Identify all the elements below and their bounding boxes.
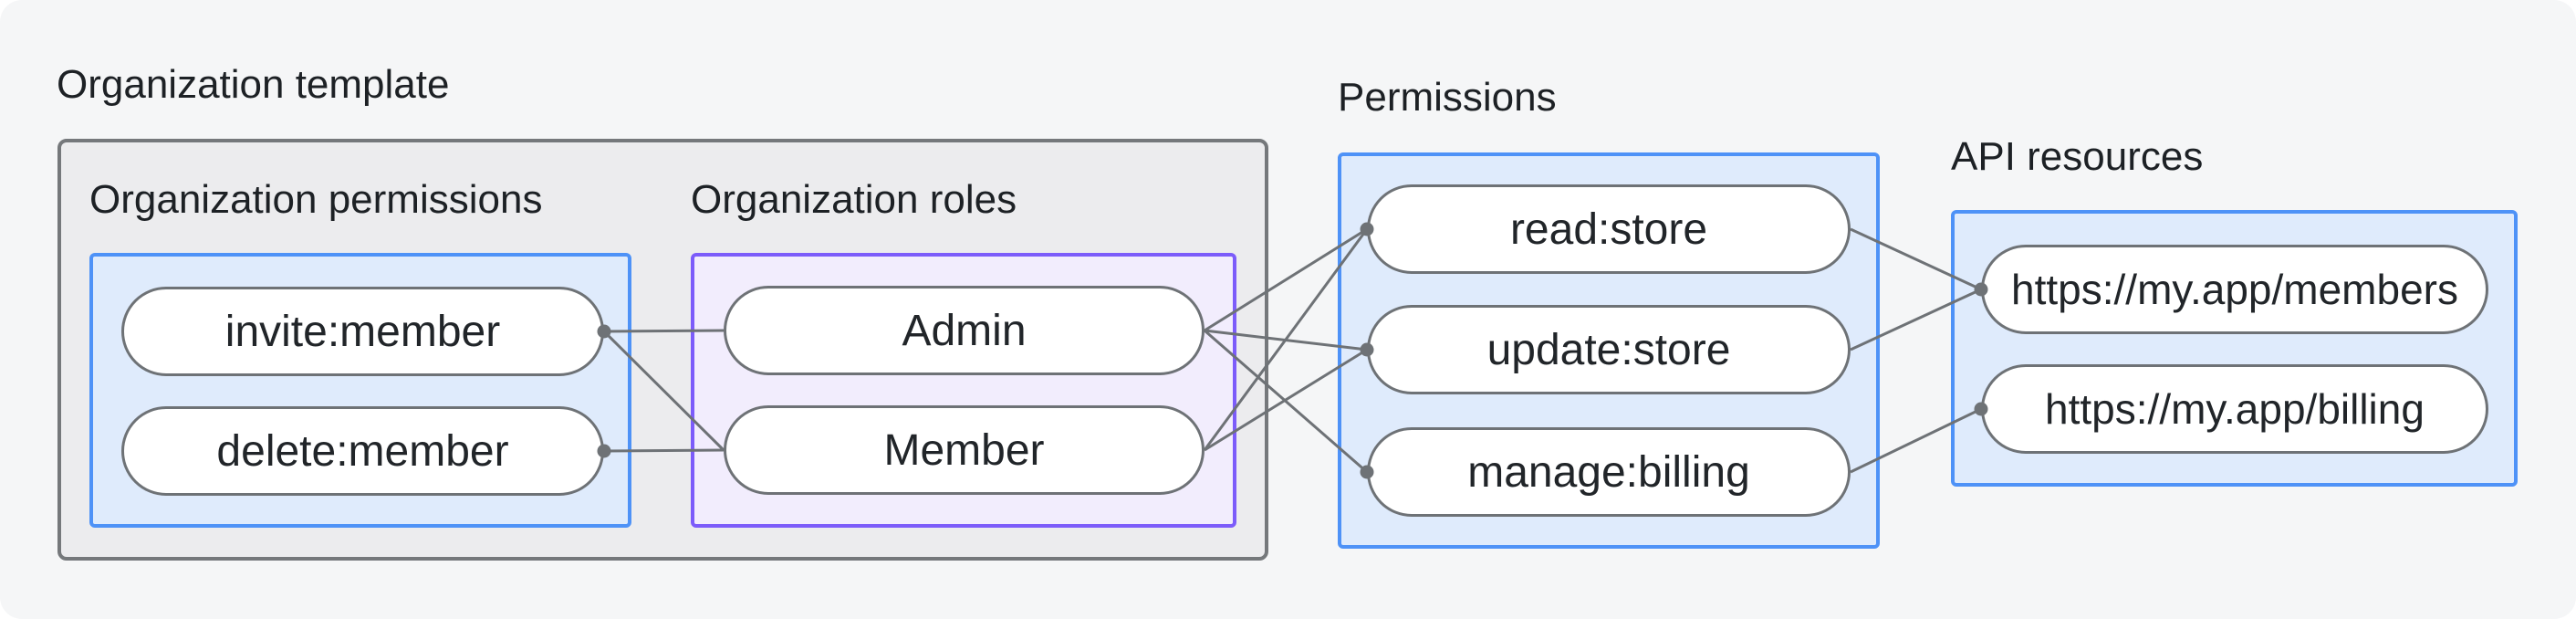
org-permissions-title: Organization permissions — [89, 177, 543, 222]
node-update-store: update:store — [1367, 305, 1851, 394]
node-api-members: https://my.app/members — [1981, 245, 2488, 334]
node-api-billing: https://my.app/billing — [1981, 364, 2488, 454]
node-manage-billing: manage:billing — [1367, 427, 1851, 517]
node-read-store: read:store — [1367, 184, 1851, 274]
node-member-role: Member — [724, 405, 1205, 495]
api-resources-title: API resources — [1951, 134, 2204, 179]
permissions-title: Permissions — [1338, 75, 1557, 120]
node-invite-member: invite:member — [121, 287, 604, 376]
org-template-title: Organization template — [57, 62, 450, 107]
node-admin-role: Admin — [724, 286, 1205, 375]
org-roles-title: Organization roles — [691, 177, 1017, 222]
node-delete-member: delete:member — [121, 406, 604, 496]
